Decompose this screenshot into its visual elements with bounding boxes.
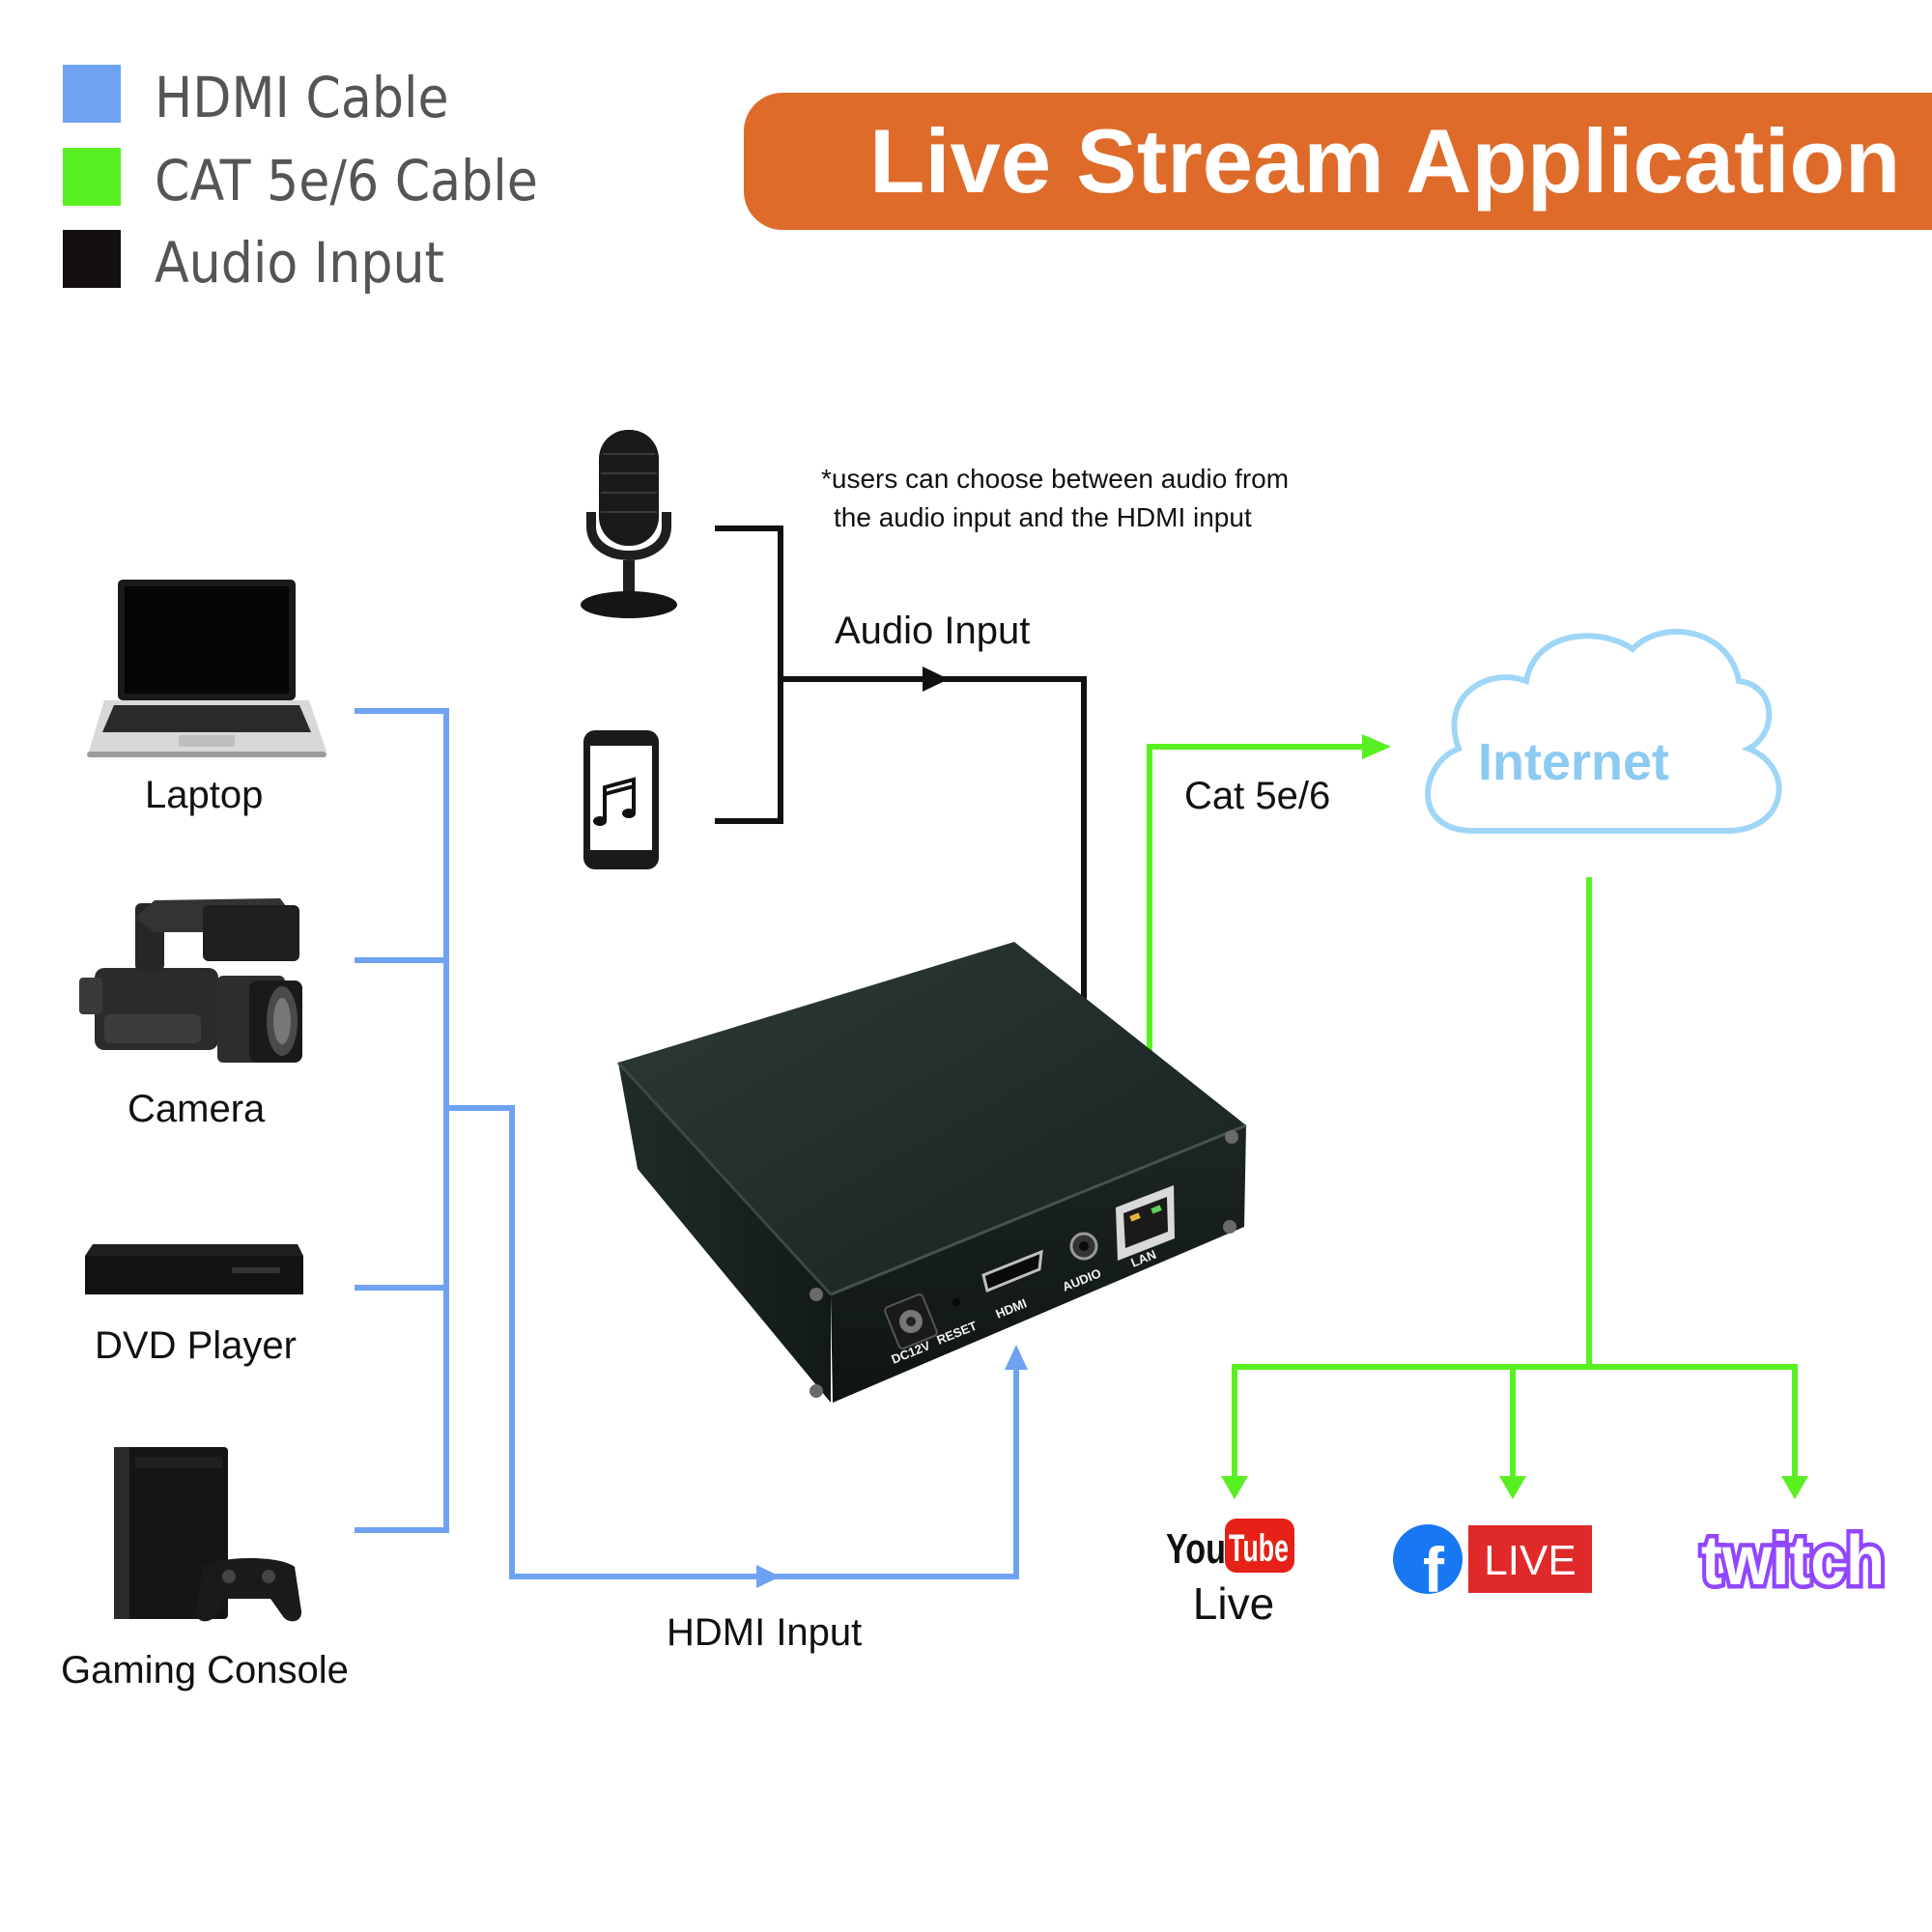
hdmi-input-label: HDMI Input — [667, 1611, 863, 1654]
audio-note-line-2: the audio input and the HDMI input — [834, 502, 1252, 532]
facebook-live-logo: f LIVE — [1393, 1524, 1592, 1605]
cat-arrow-internet — [1362, 734, 1391, 759]
audio-input-label: Audio Input — [835, 610, 1031, 652]
camcorder-icon — [79, 898, 302, 1063]
legend-swatch-audio — [63, 230, 121, 288]
internet-label: Internet — [1478, 733, 1669, 791]
hdmi-cables — [355, 708, 1019, 1579]
hdmi-flow-arrow — [756, 1565, 781, 1588]
audio-cable-sources — [715, 526, 783, 824]
legend-label-hdmi: HDMI Cable — [155, 65, 449, 130]
legend-label-audio: Audio Input — [155, 230, 444, 296]
hdmi-cable-to-device — [446, 1105, 1019, 1579]
source-label-dvd: DVD Player — [95, 1324, 297, 1367]
source-label-console: Gaming Console — [61, 1649, 349, 1691]
facebook-f: f — [1423, 1534, 1445, 1605]
source-label-camera: Camera — [128, 1088, 266, 1130]
audio-note-line-1: *users can choose between audio from — [821, 464, 1290, 494]
cat-cable-label: Cat 5e/6 — [1184, 775, 1331, 817]
youtube-live-logo: You Tube Live — [1166, 1519, 1294, 1629]
facebook-icon — [1393, 1524, 1463, 1594]
internet-cloud-icon: Internet — [1425, 628, 1782, 835]
cat-arrow-youtube — [1221, 1476, 1248, 1499]
legend-swatch-cat — [63, 148, 121, 206]
facebook-live-badge: LIVE — [1484, 1537, 1576, 1584]
dvd-player-icon — [85, 1244, 303, 1294]
legend-label-cat: CAT 5e/6 Cable — [155, 148, 538, 213]
microphone-icon — [581, 430, 677, 618]
encoder-device: DC12V RESET HDMI AUDIO LAN — [616, 942, 1247, 1403]
hdmi-cable-laptop — [355, 708, 449, 1533]
page-title: Live Stream Application — [869, 110, 1901, 212]
youtube-you: You — [1166, 1525, 1226, 1573]
cat-cable-device-to-internet — [1147, 744, 1367, 1180]
youtube-live: Live — [1193, 1578, 1274, 1629]
youtube-tube: Tube — [1229, 1527, 1289, 1570]
laptop-icon — [87, 580, 327, 757]
cat-arrow-twitch — [1781, 1476, 1808, 1499]
source-label-laptop: Laptop — [145, 774, 264, 816]
smartphone-music-icon — [583, 730, 659, 869]
twitch-label: twitch — [1701, 1522, 1885, 1600]
audio-flow-arrow — [923, 667, 949, 692]
title-banner: Live Stream Application — [744, 93, 1932, 230]
twitch-logo: twitch — [1697, 1519, 1889, 1605]
game-console-icon — [114, 1447, 302, 1622]
cat-cables — [1147, 744, 1798, 1483]
cat-arrow-facebook — [1499, 1476, 1526, 1499]
legend-swatch-hdmi — [63, 65, 121, 123]
hdmi-port-arrowhead — [1005, 1345, 1028, 1370]
